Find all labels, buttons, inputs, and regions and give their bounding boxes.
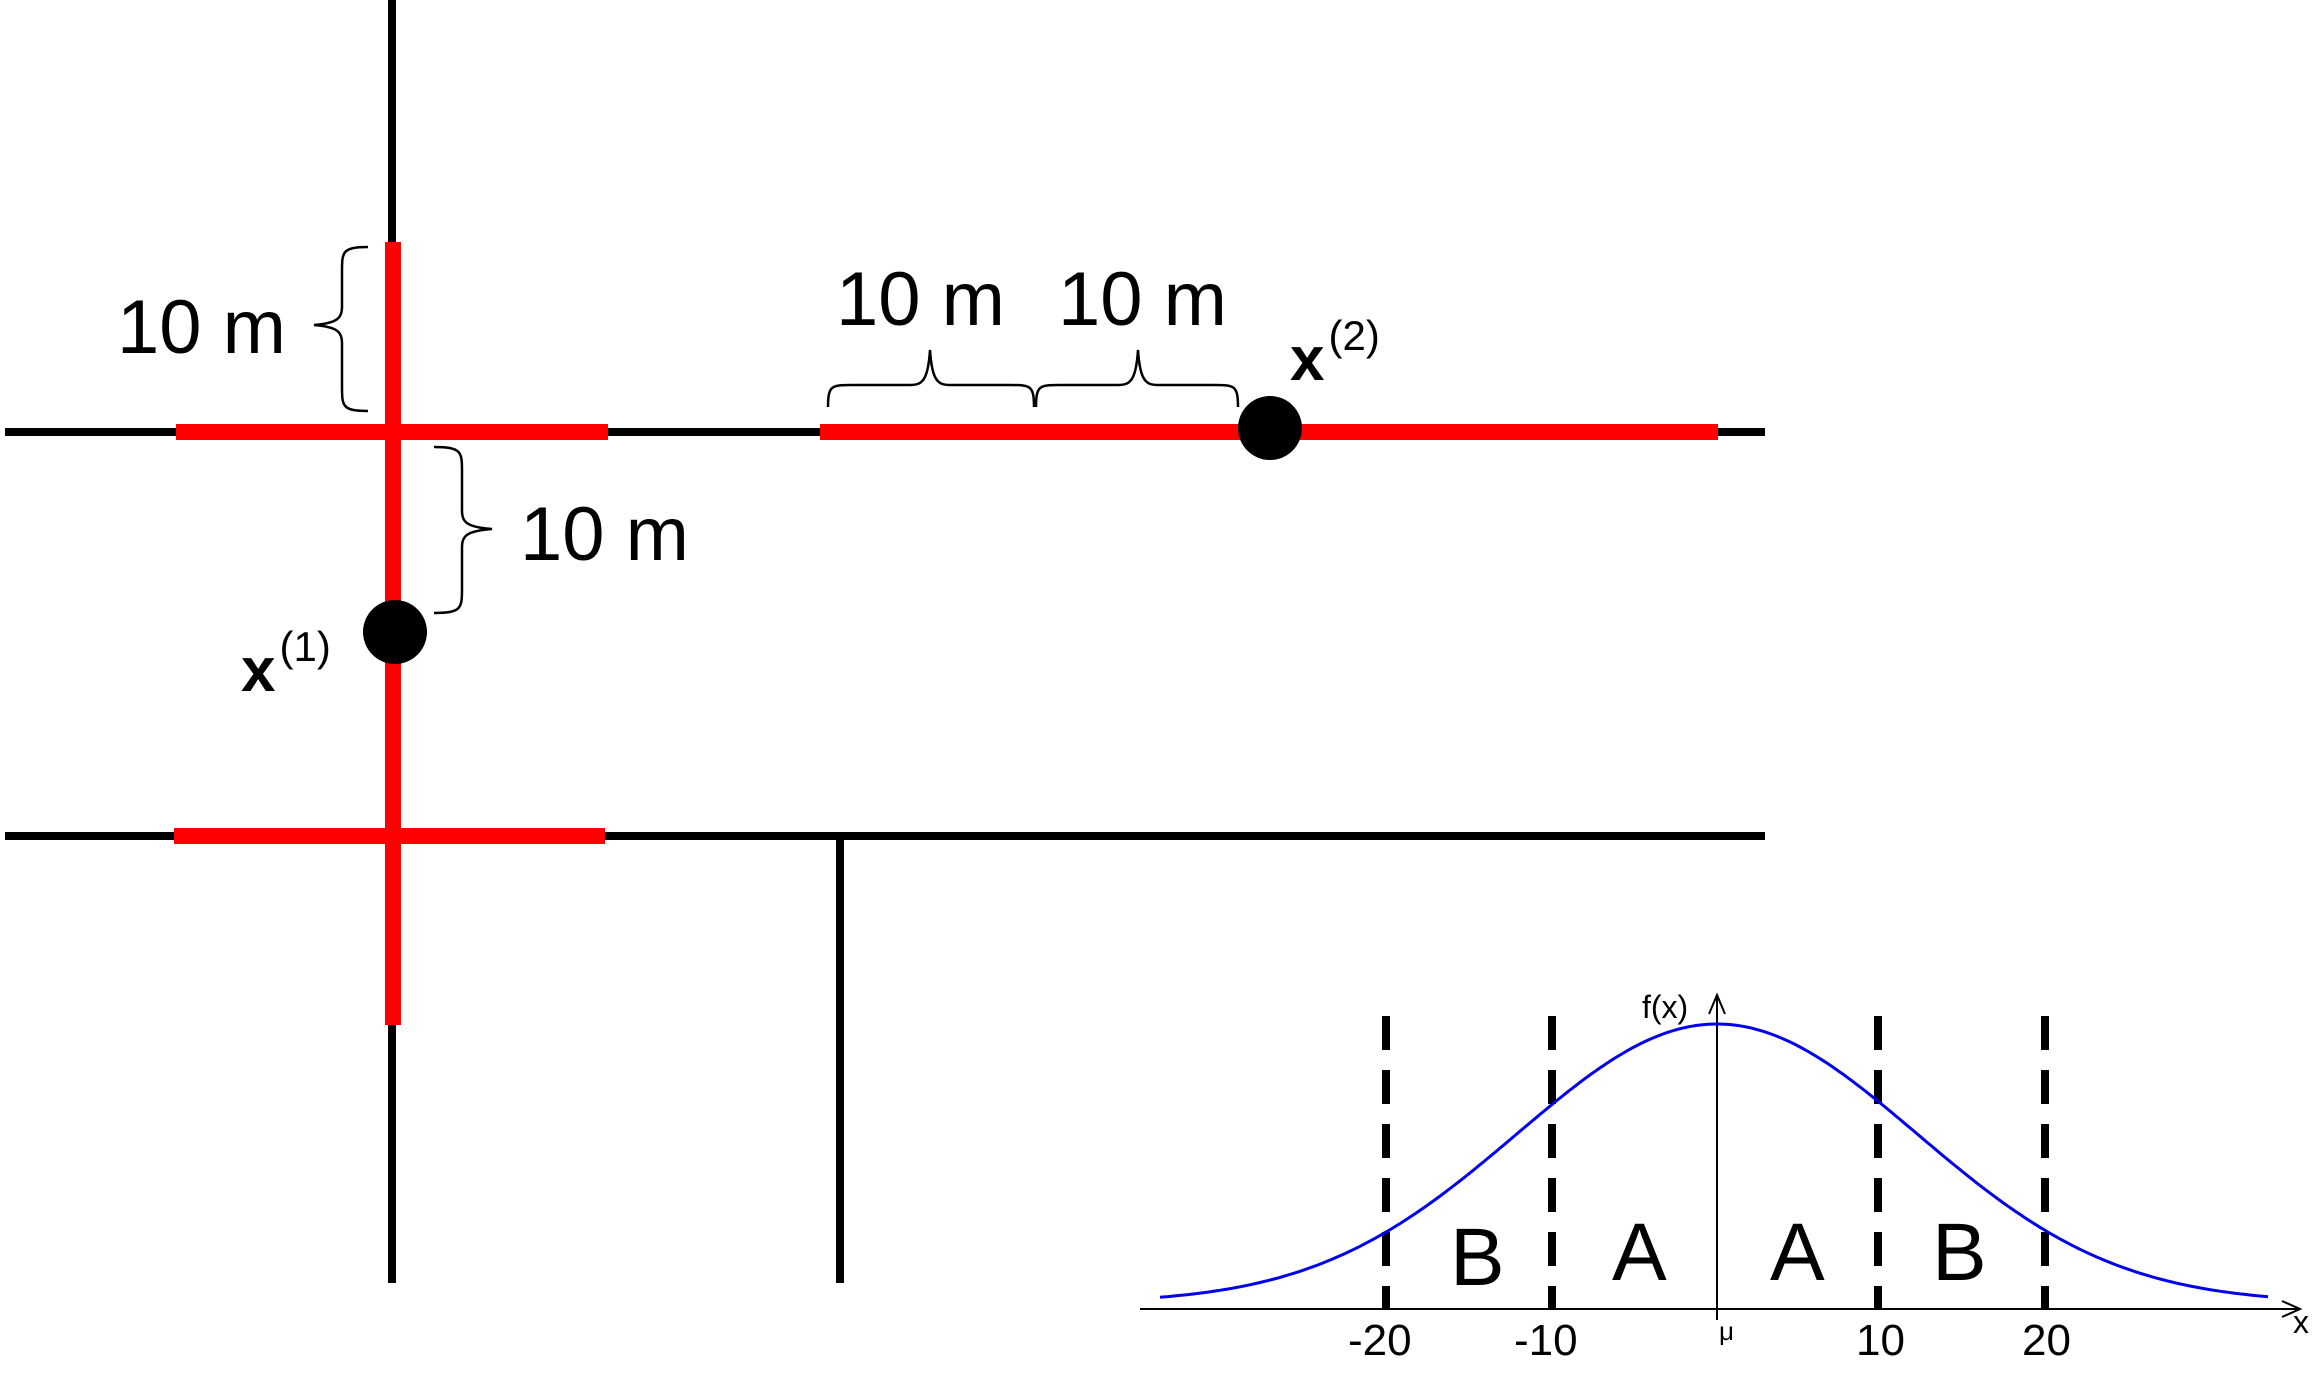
tick-label-10: 10	[1856, 1316, 1905, 1365]
region-label-a-left: A	[1612, 1207, 1667, 1298]
brace-vertical-top	[313, 245, 369, 413]
distance-label-vertical-top: 10 m	[117, 285, 286, 370]
tick-label-20: 20	[2022, 1316, 2071, 1365]
brace-horizontal-right	[1034, 349, 1240, 408]
region-label-b-left: B	[1450, 1212, 1505, 1303]
distance-label-vertical-bottom: 10 m	[520, 492, 689, 577]
region-label-a-right: A	[1770, 1207, 1825, 1298]
density-y-axis-arrow	[1708, 992, 1726, 1015]
density-x-label: x	[2293, 1304, 2309, 1340]
density-curve	[1159, 1022, 2269, 1299]
braces	[313, 245, 1240, 615]
tick-label-minus-20: -20	[1348, 1316, 1412, 1365]
tick-label-minus-10: -10	[1514, 1316, 1578, 1365]
point-x1-label: x(1)	[241, 623, 331, 705]
point-x2-label: x(2)	[1290, 312, 1380, 394]
point-x1-superscript: (1)	[279, 623, 330, 670]
region-label-b-right: B	[1932, 1207, 1987, 1298]
density-x-axis-arrow	[2281, 1300, 2303, 1318]
point-x1	[363, 600, 427, 664]
distance-label-horizontal-right: 10 m	[1058, 257, 1227, 342]
density-plot: B A A B -20 -10 10 20 f(x) x μ	[1140, 989, 2309, 1365]
density-y-label: f(x)	[1642, 989, 1688, 1025]
point-x2-superscript: (2)	[1328, 312, 1379, 359]
density-mu-label: μ	[1719, 1316, 1734, 1346]
point-x2	[1238, 396, 1302, 460]
brace-horizontal-left	[826, 349, 1036, 408]
distance-label-horizontal-left: 10 m	[836, 257, 1005, 342]
point-x1-name: x	[241, 636, 276, 705]
brace-vertical-bottom	[433, 445, 493, 615]
point-x2-name: x	[1290, 325, 1325, 394]
